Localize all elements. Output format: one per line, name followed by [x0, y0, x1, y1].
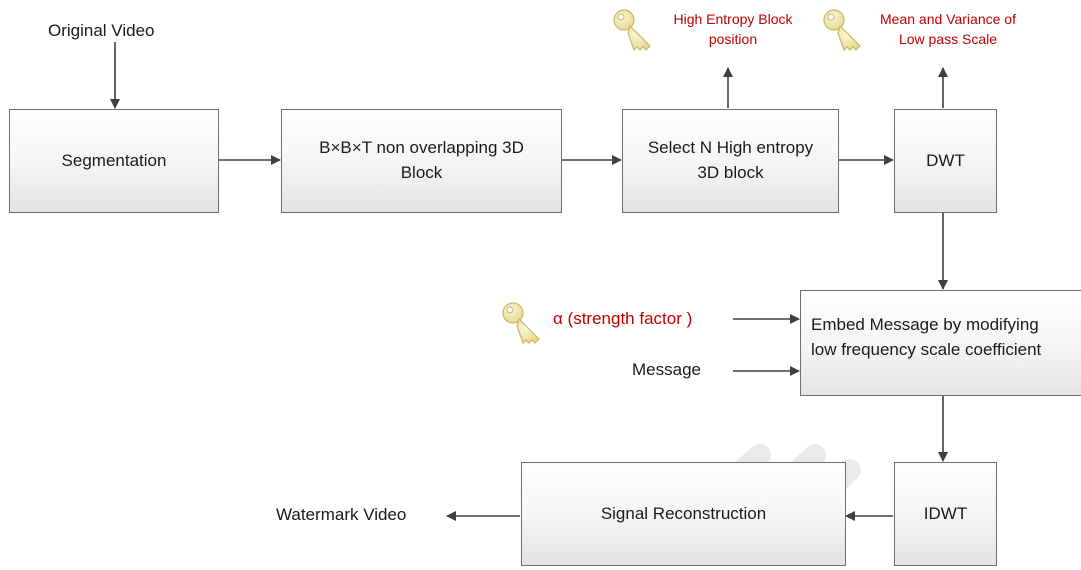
- block-label: IDWT: [923, 503, 968, 523]
- key-label-line: High Entropy Block: [673, 11, 793, 27]
- block-label: Segmentation: [61, 150, 167, 170]
- block-label: Select N High entropy: [647, 138, 814, 158]
- high-entropy-block-position-key-label: High Entropy Block position: [652, 9, 814, 50]
- watermark-video-label: Watermark Video: [276, 505, 407, 524]
- block-label: DWT: [926, 150, 965, 170]
- key-icon: [613, 9, 651, 51]
- block-label: B×B×T non overlapping 3D: [319, 138, 524, 158]
- non-overlapping-3d-block: B×B×T non overlapping 3D Block: [281, 109, 562, 213]
- block-label: Signal Reconstruction: [600, 503, 767, 523]
- mean-variance-key-label: Mean and Variance of Low pass Scale: [858, 9, 1038, 50]
- block-label: Block: [400, 163, 443, 182]
- signal-reconstruction-block: Signal Reconstruction: [521, 462, 846, 566]
- idwt-block: IDWT: [894, 462, 997, 566]
- alpha-strength-factor-label: α (strength factor ): [553, 309, 693, 328]
- key-label-line: Mean and Variance of: [880, 11, 1016, 27]
- key-icon: [502, 302, 540, 344]
- dwt-block: DWT: [894, 109, 997, 213]
- original-video-label: Original Video: [48, 21, 155, 40]
- key-icon: [823, 9, 861, 51]
- block-label: Embed Message by modifying: [811, 315, 1039, 334]
- key-label-line: Low pass Scale: [898, 31, 998, 48]
- key-label-line: position: [708, 31, 758, 48]
- select-high-entropy-block: Select N High entropy 3D block: [622, 109, 839, 213]
- embed-message-block: Embed Message by modifying low frequency…: [800, 290, 1081, 396]
- message-label: Message: [632, 360, 701, 379]
- segmentation-block: Segmentation: [9, 109, 219, 213]
- block-label: low frequency scale coefficient: [811, 339, 1042, 359]
- block-label: 3D block: [697, 163, 764, 182]
